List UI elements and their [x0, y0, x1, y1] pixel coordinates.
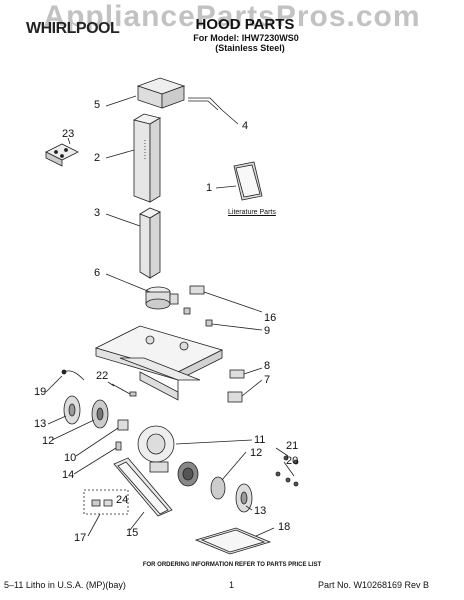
model-number: For Model: IHW7230WS0 — [193, 33, 299, 43]
callout-8: 8 — [264, 360, 271, 372]
part-bracket — [188, 97, 223, 111]
part-16-clip — [189, 285, 263, 313]
page-title: HOOD PARTS — [195, 16, 295, 33]
part-upper-chimney — [132, 113, 162, 203]
callout-13-left: 13 — [34, 418, 47, 430]
watermark: AppliancePartsPros.com — [43, 0, 421, 33]
leader-lines — [45, 95, 295, 537]
callout-23: 23 — [62, 128, 75, 140]
ordering-note: FOR ORDERING INFORMATION REFER TO PARTS … — [142, 562, 322, 568]
part-19-wire — [61, 369, 85, 381]
model-finish: (Stainless Steel) — [215, 43, 285, 53]
part-top-vent-box — [136, 77, 186, 109]
callout-16: 16 — [264, 312, 277, 324]
callout-1: 1 — [206, 182, 213, 194]
callout-17: 17 — [74, 532, 87, 544]
part-left-fan-wheel — [63, 395, 129, 451]
callout-4: 4 — [242, 120, 249, 132]
part-23-plate — [45, 143, 79, 167]
page-number: 1 — [229, 580, 235, 590]
callout-3: 3 — [94, 207, 101, 219]
part-grease-filter — [113, 457, 173, 517]
part-7-control — [227, 379, 263, 403]
litho-info: 5–11 Litho in U.S.A. (MP)(bay) — [4, 580, 126, 590]
callout-7: 7 — [264, 374, 271, 386]
part-21-20-screws — [275, 455, 299, 487]
part-9-screw — [183, 307, 263, 331]
part-24-kit — [83, 489, 129, 515]
callout-19: 19 — [34, 386, 47, 398]
callout-2: 2 — [94, 152, 101, 164]
callout-11: 11 — [254, 434, 266, 446]
callout-22: 22 — [96, 370, 109, 382]
callout-21: 21 — [286, 440, 299, 452]
part-blower-housing — [137, 425, 199, 487]
part-right-fan-wheel — [210, 476, 253, 513]
callout-9: 9 — [264, 325, 271, 337]
literature-parts-label: Literature Parts — [228, 209, 276, 216]
part-8-switch — [229, 367, 263, 379]
callout-6: 6 — [94, 267, 101, 279]
part-charcoal-filter — [194, 527, 272, 555]
callout-12-left: 12 — [42, 435, 55, 447]
callout-20: 20 — [286, 455, 299, 467]
callout-5: 5 — [94, 99, 101, 111]
callout-13-right: 13 — [254, 505, 267, 517]
part-number: Part No. W10268169 Rev B — [318, 580, 430, 590]
part-lower-chimney — [139, 207, 161, 279]
callout-10: 10 — [64, 452, 77, 464]
callout-15: 15 — [126, 527, 139, 539]
part-duct-adapter — [145, 286, 179, 310]
part-hood-body — [94, 325, 224, 401]
part-literature — [233, 161, 263, 201]
callout-18: 18 — [278, 521, 291, 533]
callout-12-right: 12 — [250, 447, 263, 459]
callout-24: 24 — [116, 494, 129, 506]
brand-logo: WHIRLPOOL — [26, 20, 120, 37]
part-22-sensor — [111, 383, 137, 397]
callout-14: 14 — [62, 469, 75, 481]
